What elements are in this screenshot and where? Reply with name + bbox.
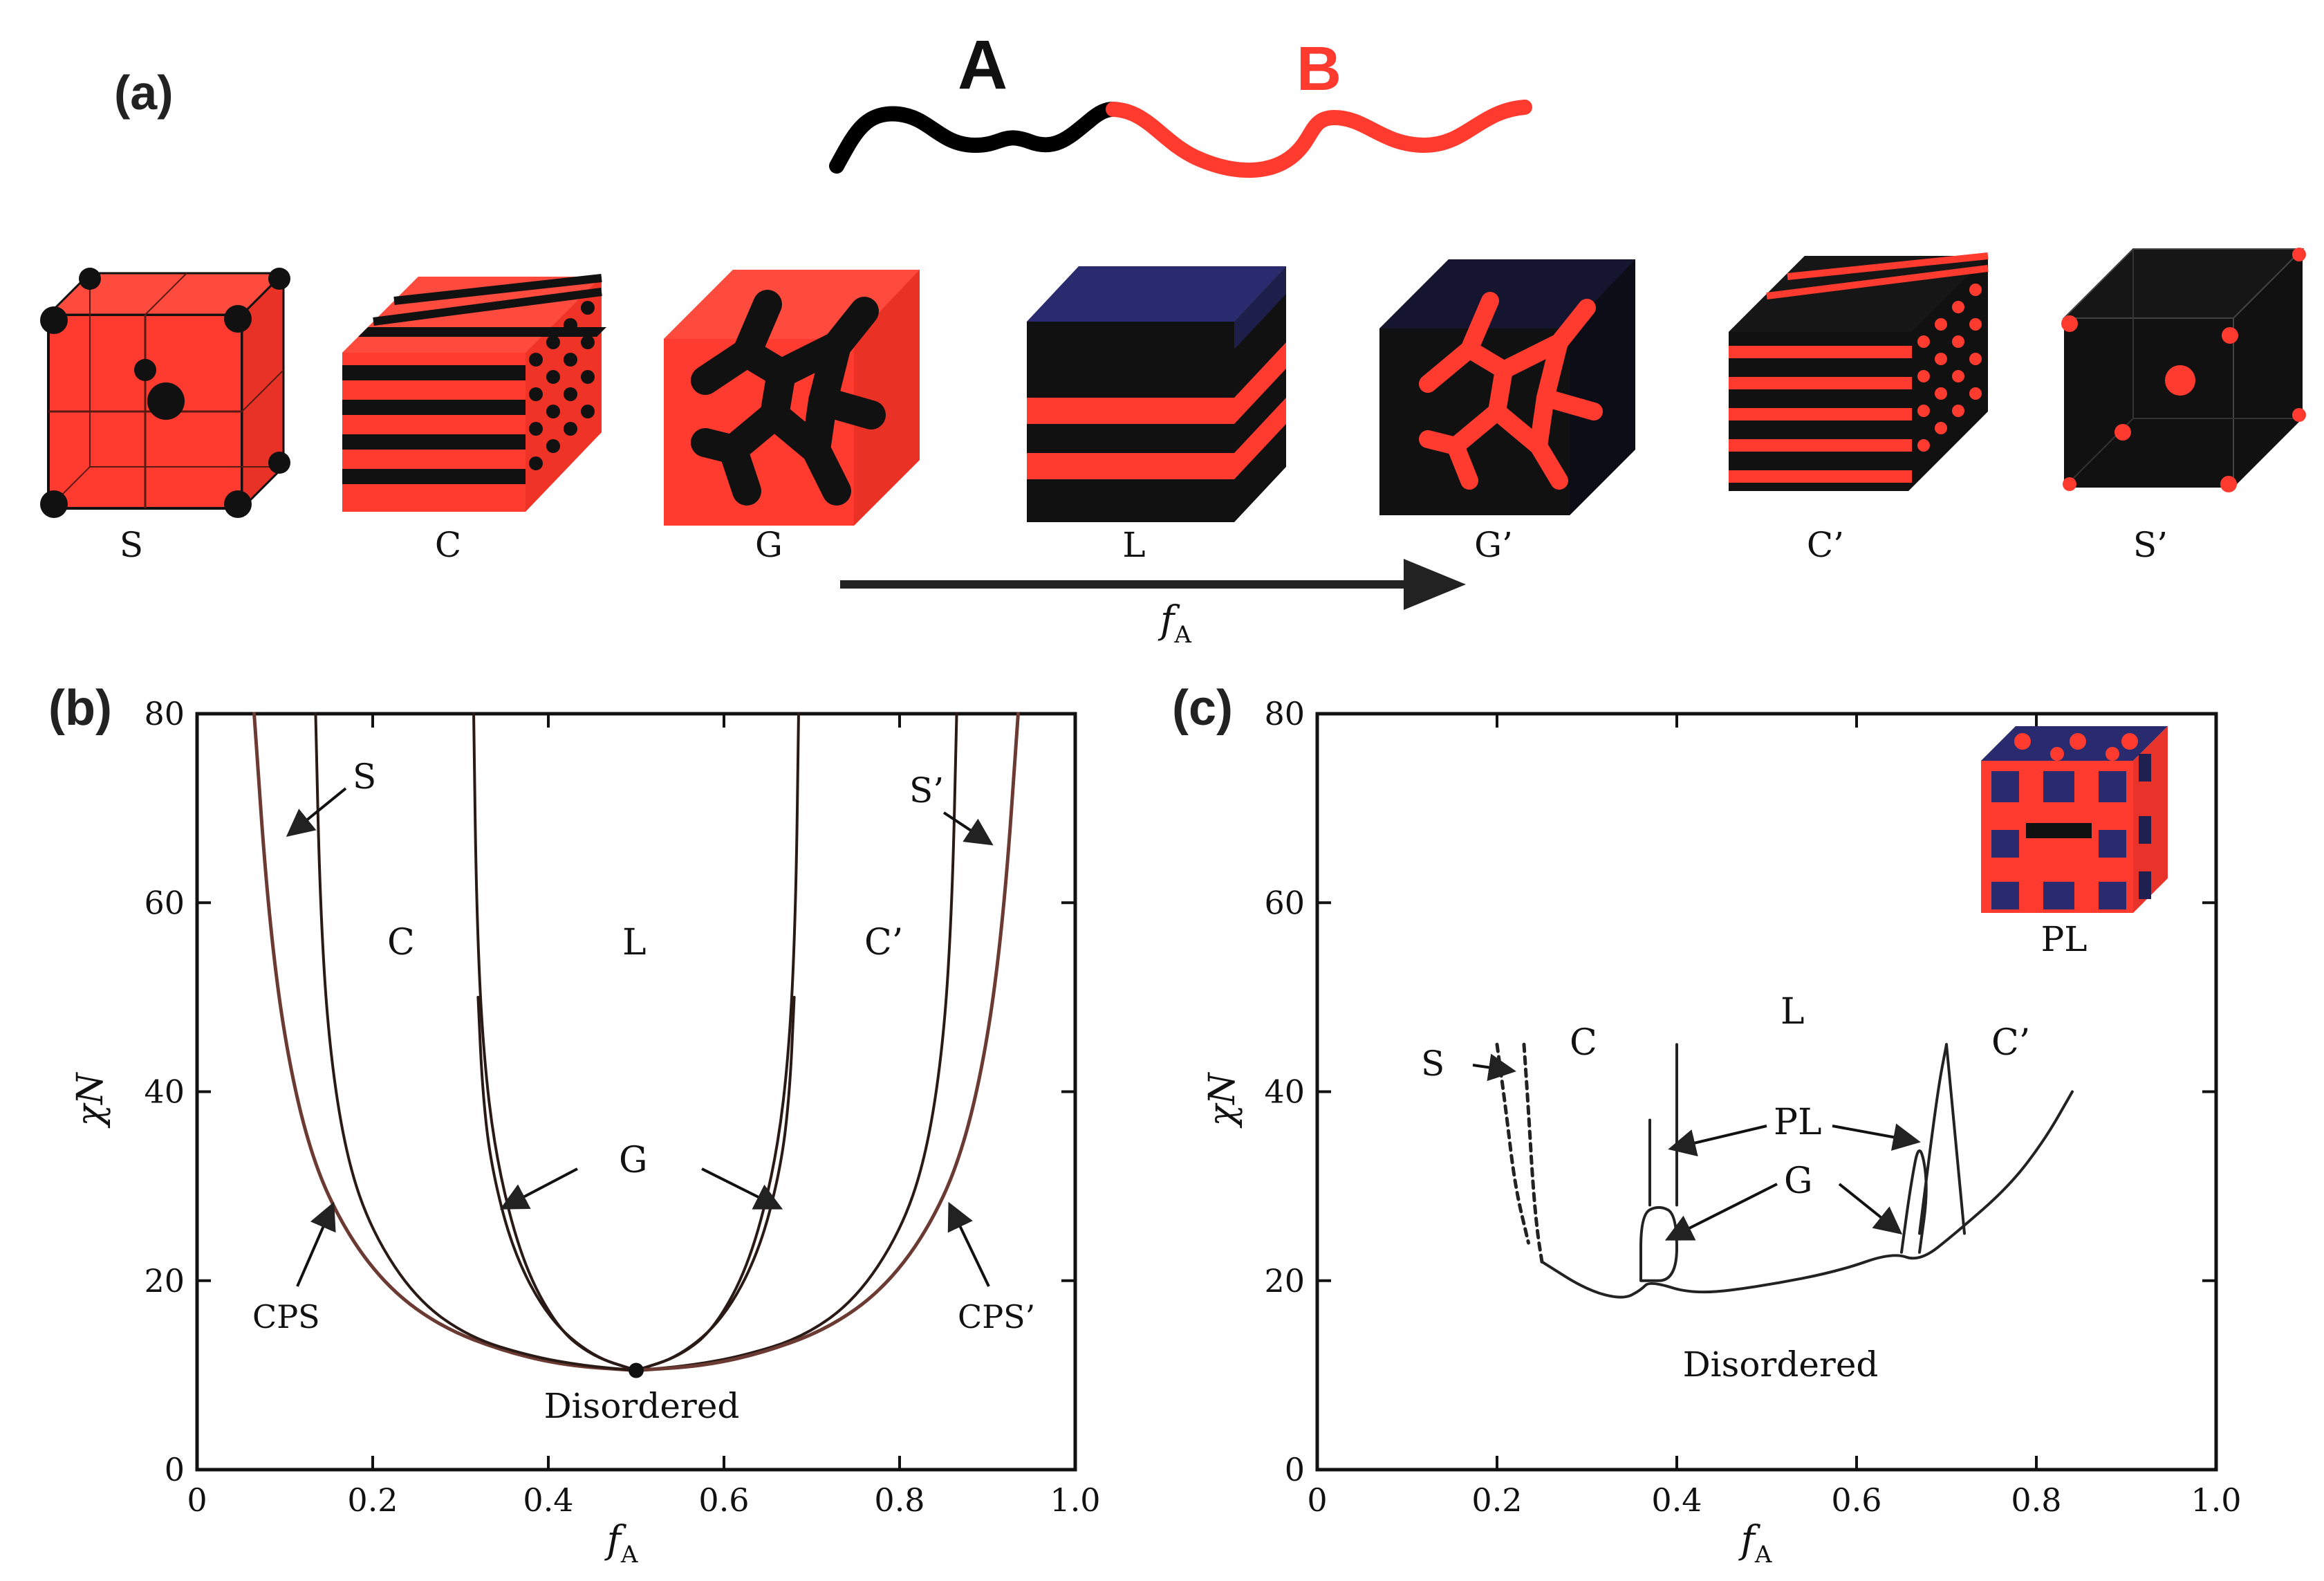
block-a-segment [829,102,1121,174]
panel-label-b: (b) [48,681,112,736]
plot-c-ylabel: χN [1202,1072,1243,1129]
region-label-G: G [619,1140,648,1181]
region-c-label-G: G [1784,1161,1813,1202]
plot-c: 0 0.2 0.4 0.6 0.8 1.0 0 20 40 60 80 χN fA S C L C’… [1202,695,2242,1569]
block-b-segment [1106,100,1532,178]
x-tick-label: 0.6 [698,1481,749,1519]
block-a-label: A [958,26,1007,104]
cube-C-prime [1729,252,1989,491]
series-cps- [634,712,1020,1373]
cube-G-prime [1379,259,1635,515]
cube-L [1027,266,1286,522]
fa-arrow-subscript: A [1173,621,1191,649]
x-tick-label: 0.2 [347,1481,398,1519]
region-c-label-C: C [1570,1022,1597,1064]
series-s [1495,1042,1530,1245]
panel-label-c: (c) [1172,681,1233,736]
y-tick-label: 80 [1264,695,1305,732]
series-c [1522,1042,1544,1264]
region-label-disordered: Disordered [544,1386,740,1426]
series-s- [635,712,958,1372]
y-tick-label: 0 [165,1451,185,1488]
x-tick-label: 0.6 [1831,1481,1881,1519]
region-label-S-prime: S’ [909,770,944,811]
y-tick-label: 80 [144,695,185,732]
x-tick-label: 0.2 [1471,1481,1522,1519]
y-tick-label: 60 [1264,884,1305,921]
region-c-label-L: L [1781,991,1805,1033]
fa-arrow: fA [840,559,1466,649]
block-b-label: B [1296,35,1341,104]
svg-text:fA: fA [1158,598,1191,649]
cube-G [664,270,920,526]
series-g [476,995,638,1372]
plot-b-axes: 0 0.2 0.4 0.6 0.8 1.0 0 20 40 60 80 [144,695,1100,1519]
cube-S [40,268,290,518]
region-c-label-disordered: Disordered [1683,1344,1879,1385]
plot-c-axes: 0 0.2 0.4 0.6 0.8 1.0 0 20 40 60 80 [1264,695,2241,1519]
diblock-chain: A B [829,26,1532,178]
series-s [314,712,638,1372]
cube-label-C-prime: C’ [1807,525,1844,565]
cube-label-L: L [1122,525,1145,565]
plot-c-xlabel: fA [1738,1517,1772,1569]
region-c-label-C-prime: C’ [1991,1022,2030,1064]
cube-S-prime [2061,248,2306,492]
region-c-label-S: S [1421,1044,1444,1084]
cube-label-S: S [120,525,143,565]
series-c [472,712,638,1372]
plot-c-arrows [1472,1053,1921,1241]
y-tick-label: 40 [1264,1073,1305,1111]
x-tick-label: 1.0 [2191,1481,2241,1519]
region-label-CPS-prime: CPS’ [958,1298,1035,1335]
y-tick-label: 20 [144,1262,185,1300]
series-c- [635,712,800,1372]
region-label-L: L [622,922,647,963]
cube-label-C: C [435,525,461,565]
region-label-CPS: CPS [252,1298,320,1335]
series-cps [252,712,638,1373]
region-label-S: S [353,757,376,797]
plot-b-frame [195,712,1077,1472]
series-disordered [1541,1090,2074,1299]
x-tick-label: 0.8 [874,1481,924,1519]
x-tick-label: 0 [1307,1481,1327,1519]
series-c- [1945,1043,1966,1235]
inset-label-PL: PL [2041,919,2088,959]
plot-b-arrows [286,787,994,1287]
plot-c-curves [1495,1042,2074,1299]
region-c-label-PL: PL [1774,1102,1822,1143]
plot-b-ylabel: χN [70,1072,111,1129]
critical-point [629,1362,644,1378]
y-tick-label: 0 [1285,1451,1305,1488]
x-tick-label: 0.4 [1651,1481,1702,1519]
panel-label-a: (a) [114,66,174,120]
inset-cube-PL [1981,726,2168,913]
region-label-C-prime: C’ [864,922,903,963]
plot-b-curves [252,712,1020,1373]
plot-b: 0 0.2 0.4 0.6 0.8 1.0 0 20 40 60 80 χN fA S S’ C L… [70,695,1101,1569]
region-label-C: C [387,922,415,963]
cube-label-S-prime: S’ [2133,525,2168,565]
cube-label-G-prime: G’ [1474,525,1513,565]
y-tick-label: 20 [1264,1262,1305,1300]
x-tick-label: 0.8 [2011,1481,2061,1519]
y-tick-label: 40 [144,1073,185,1111]
x-tick-label: 0.4 [523,1481,573,1519]
x-tick-label: 0 [187,1481,207,1519]
x-tick-label: 1.0 [1050,1481,1100,1519]
plot-b-xlabel: fA [604,1517,638,1569]
y-tick-label: 60 [144,884,185,921]
cube-C [342,274,606,512]
cube-label-G: G [755,525,783,565]
series-pl- [1918,1043,1948,1235]
series-g [1639,1205,1679,1282]
